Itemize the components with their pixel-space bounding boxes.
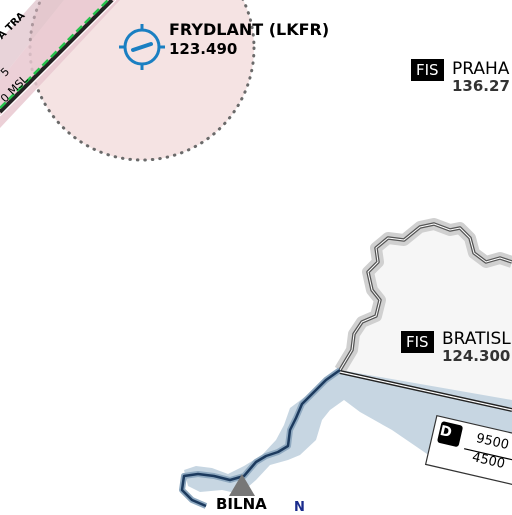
- tra-border-dark: [0, 0, 114, 114]
- fis-bratislava-badge: FIS: [401, 331, 434, 353]
- fis-praha-name: PRAHA: [452, 59, 510, 79]
- peak-triangle-icon: [229, 474, 255, 496]
- fis-praha-badge: FIS: [411, 59, 444, 81]
- tra-band-left: [0, 0, 64, 80]
- fis-bratislava-name: BRATISL: [442, 329, 511, 349]
- airfield-name: FRYDLANT (LKFR): [169, 20, 330, 39]
- airspace-boundary-line-inner: [339, 371, 512, 411]
- airspace-d-box: [424, 414, 512, 488]
- peak-name: BILNA: [216, 495, 267, 513]
- slovakia-region: [340, 224, 512, 410]
- tra-border-green: [0, 0, 109, 109]
- national-border-inner: [339, 223, 512, 371]
- airfield-frequency: 123.490: [169, 40, 238, 58]
- fis-praha-frequency: 136.27: [452, 77, 510, 95]
- tra-band: [0, 0, 120, 128]
- tra-border-light: [0, 0, 117, 117]
- river-core: [180, 368, 341, 508]
- partial-label: N: [294, 500, 305, 515]
- airfield-icon: [119, 24, 165, 70]
- valley-region: [184, 370, 512, 494]
- fis-bratislava-frequency: 124.300: [442, 347, 511, 365]
